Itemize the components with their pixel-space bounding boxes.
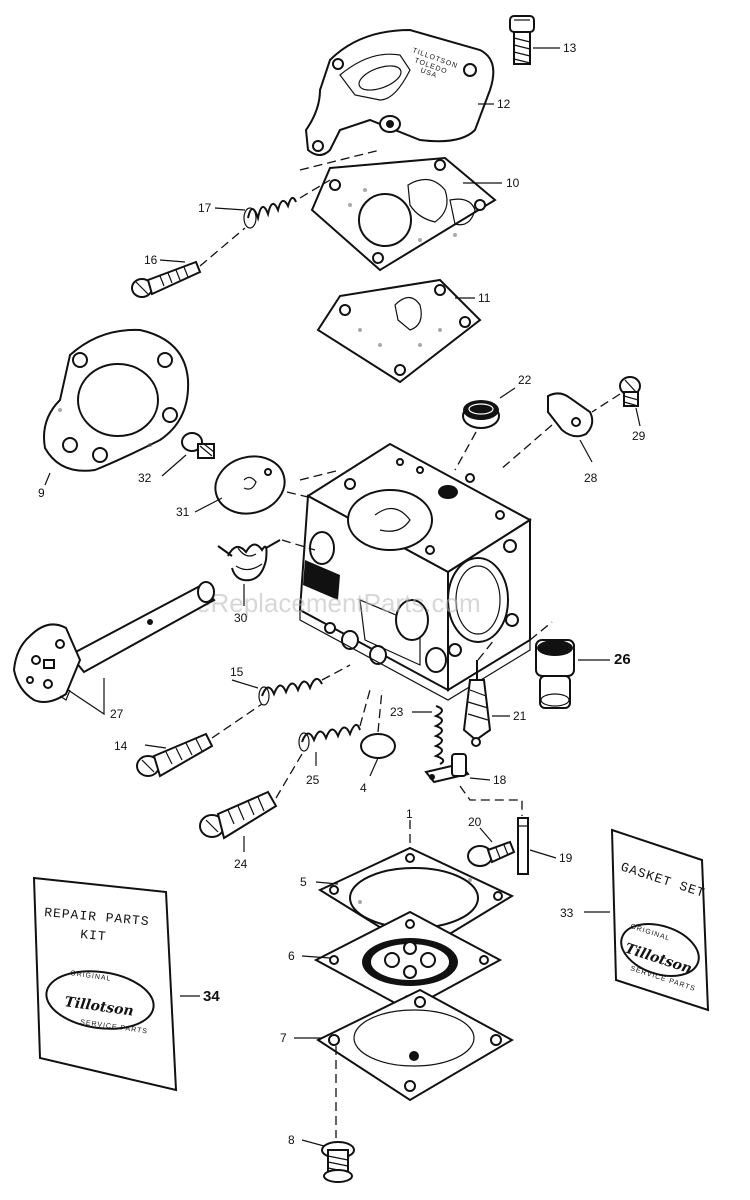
- leader-5: [315, 881, 339, 885]
- leader-22: [499, 387, 516, 399]
- leader-4: [369, 757, 379, 777]
- assembly-line-24: [275, 753, 303, 799]
- leader-14: [144, 744, 167, 749]
- callout-31: 31: [176, 505, 190, 519]
- callout-5: 5: [300, 875, 307, 889]
- callout-10: 10: [506, 176, 520, 190]
- part-11-pump-diaphragm: [316, 278, 482, 384]
- leader-31: [194, 497, 223, 513]
- assembly-line-28: [499, 424, 553, 471]
- callout-6: 6: [288, 949, 295, 963]
- callout-27: 27: [110, 707, 124, 721]
- callout-26: 26: [614, 651, 631, 668]
- leader-32: [161, 454, 187, 477]
- callout-32: 32: [138, 471, 152, 485]
- part-24-mixture-screw: [199, 790, 278, 840]
- callout-34: 34: [203, 988, 220, 1005]
- part-10-pump-gasket: [310, 156, 497, 272]
- part-32-screw: [181, 432, 215, 459]
- leader-29: [635, 407, 641, 427]
- part-13-cover-screw: [509, 15, 535, 65]
- part-7-metering-cover: [315, 988, 515, 1102]
- part-22-welch-plug: [462, 400, 500, 429]
- assembly-line-body: [299, 469, 341, 481]
- part-4-check-disc: [360, 733, 396, 759]
- callout-16: 16: [144, 253, 158, 267]
- part-14-idle-speed-screw: [136, 732, 214, 778]
- assembly-line-18: [459, 785, 523, 816]
- callout-14: 14: [114, 739, 128, 753]
- assembly-line-29: [591, 393, 621, 413]
- leader-9: [44, 472, 51, 486]
- callout-30: 30: [234, 611, 248, 625]
- callout-4: 4: [360, 781, 367, 795]
- part-21-inlet-needle: [462, 660, 492, 747]
- leader-15: [231, 679, 259, 689]
- part-25-spring: [298, 723, 361, 752]
- assembly-line-14: [211, 703, 263, 739]
- part-31-throttle-plate: [214, 455, 286, 515]
- part-29-screw: [619, 376, 641, 407]
- callout-8: 8: [288, 1133, 295, 1147]
- assembly-line-4: [377, 689, 383, 733]
- part-20-lever-screw: [467, 840, 516, 867]
- leader-16: [159, 259, 186, 263]
- leader-19: [529, 849, 557, 859]
- callout-17: 17: [198, 201, 212, 215]
- callout-11: 11: [478, 291, 491, 305]
- part-16-adjusting-screw: [131, 260, 202, 298]
- part-27-throttle-shaft: [12, 581, 216, 703]
- assembly-line-30: [281, 539, 316, 551]
- assembly-line-22: [454, 431, 477, 471]
- callout-9: 9: [38, 486, 45, 500]
- leader-8: [301, 1139, 325, 1147]
- callout-25: 25: [306, 773, 320, 787]
- callout-20: 20: [468, 815, 482, 829]
- assembly-line-21: [477, 639, 495, 661]
- assembly-line-26: [529, 621, 553, 641]
- part-33-gasket-set: GASKET SET ORIGINAL Tillotson SERVICE PA…: [610, 828, 710, 1012]
- assembly-line-25: [359, 689, 371, 727]
- part-28-metering-lever-plate: [547, 392, 594, 438]
- callout-15: 15: [230, 665, 244, 679]
- part-17-spring: [243, 196, 297, 229]
- callout-24: 24: [234, 857, 248, 871]
- part-30-throttle-spring: [217, 539, 281, 582]
- part-18-metering-lever: [424, 753, 470, 784]
- assembly-line-16: [199, 227, 246, 267]
- callout-1: 1: [406, 807, 413, 821]
- callout-22: 22: [518, 373, 532, 387]
- callout-19: 19: [559, 851, 573, 865]
- callout-29: 29: [632, 429, 646, 443]
- callout-21: 21: [513, 709, 527, 723]
- part-1-carburetor-body: [298, 442, 532, 701]
- callout-13: 13: [563, 41, 577, 55]
- part-12-pump-cover: TILLOTSON TOLEDO USA: [304, 28, 495, 156]
- leader-28: [579, 439, 593, 463]
- leader-6: [301, 955, 331, 959]
- repair-kit-line2: KIT: [80, 927, 108, 944]
- part-23-metering-spring: [433, 705, 445, 765]
- part-6-metering-diaphragm: [313, 910, 503, 1012]
- callout-28: 28: [584, 471, 598, 485]
- part-8-cover-screw: [321, 1141, 355, 1183]
- leader-20: [479, 827, 493, 843]
- assembly-line-17: [299, 179, 331, 199]
- callout-33: 33: [560, 906, 574, 920]
- leader-17: [214, 207, 246, 211]
- assembly-line-15: [321, 664, 351, 681]
- leader-18: [469, 777, 491, 781]
- callout-12: 12: [497, 97, 511, 111]
- part-9-flange-gasket: [43, 328, 190, 472]
- part-15-spring: [258, 677, 323, 706]
- callout-18: 18: [493, 773, 507, 787]
- leader-27: [67, 678, 105, 716]
- callout-23: 23: [390, 705, 404, 719]
- part-34-repair-parts-kit: REPAIR PARTS KIT ORIGINAL Tillotson SERV…: [32, 876, 178, 1092]
- callout-7: 7: [280, 1031, 287, 1045]
- part-19-lever-pin: [517, 817, 529, 875]
- part-26-inlet-fitting: [535, 639, 575, 709]
